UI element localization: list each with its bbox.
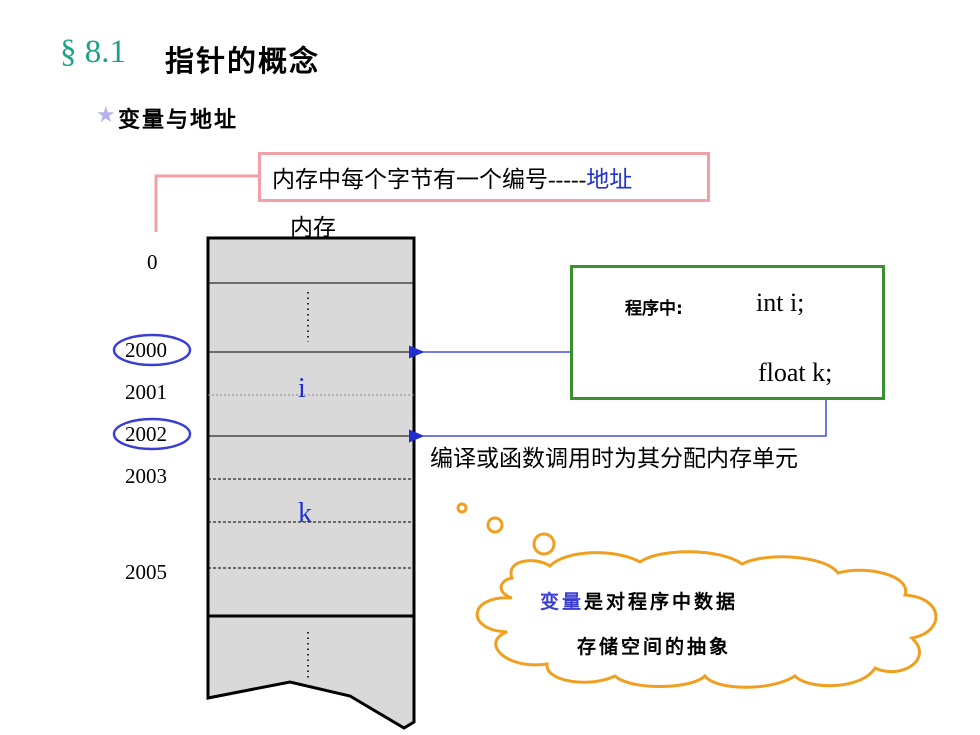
highlight-ellipse-2000: [112, 333, 192, 367]
memory-block: [206, 236, 416, 618]
note-leader-line: [154, 174, 258, 232]
address-2005: 2005: [125, 560, 167, 584]
arrow-float-k: [409, 394, 827, 443]
note-label: 内存中每个字节有一个编号-----: [272, 167, 587, 192]
code-box: [570, 265, 885, 400]
address-2002: 2002: [125, 422, 167, 446]
code-line-int: int i;: [756, 288, 805, 317]
cloud-text-rest: 是对程序中数据: [584, 591, 739, 613]
subtitle: 变量与地址: [118, 108, 239, 133]
thought-dot-small: [456, 502, 468, 514]
note-box: [258, 152, 710, 202]
note-text: 内存中每个字节有一个编号-----地址: [272, 160, 632, 194]
highlight-ellipse-2002: [112, 417, 192, 451]
thought-dot-large: [532, 532, 556, 556]
star-icon: ★: [96, 103, 116, 128]
allocation-note: 编译或函数调用时为其分配内存单元: [430, 446, 798, 471]
address-2000: 2000: [125, 338, 167, 362]
thought-dot-medium: [486, 516, 504, 534]
cloud-text-line2: 存储空间的抽象: [577, 636, 732, 658]
code-line-float: float k;: [758, 358, 833, 387]
code-label: 程序中:: [625, 299, 683, 319]
memory-label: 内存: [290, 215, 336, 241]
cloud-text-line1: 变量是对程序中数据: [540, 587, 738, 614]
thought-cloud: [475, 550, 938, 689]
address-0: 0: [147, 250, 158, 274]
variable-i: i: [298, 373, 306, 404]
memory-cut-block: [206, 614, 416, 730]
variable-k: k: [298, 498, 312, 529]
note-address-highlight: 地址: [586, 167, 633, 192]
section-number: § 8.1: [60, 34, 126, 70]
address-2003: 2003: [125, 464, 167, 488]
cloud-highlight: 变量: [540, 591, 585, 613]
address-2001: 2001: [125, 380, 167, 404]
section-title: 指针的概念: [165, 44, 321, 78]
